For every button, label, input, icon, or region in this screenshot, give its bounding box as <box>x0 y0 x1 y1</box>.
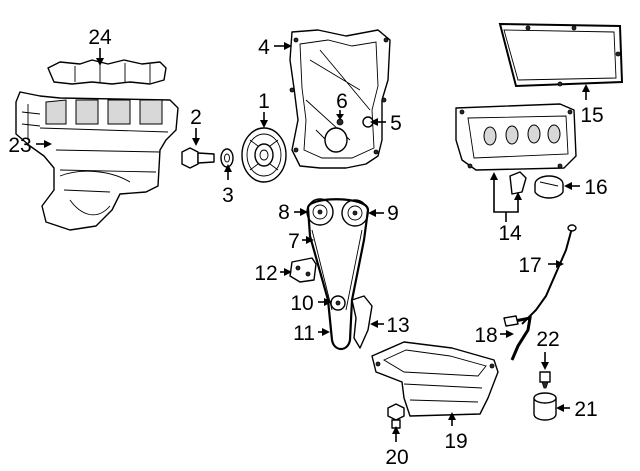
callout-22: 22 <box>536 328 559 351</box>
part-valve-cover[interactable] <box>455 103 577 171</box>
callout-9: 9 <box>387 202 399 225</box>
callout-1: 1 <box>258 90 270 113</box>
part-oil-pan[interactable] <box>371 341 499 417</box>
leader-lines <box>36 42 590 442</box>
callout-labels: 1 2 3 4 5 6 7 8 9 10 11 12 13 14 15 16 1… <box>8 26 607 469</box>
callout-7: 7 <box>288 230 300 253</box>
callout-18: 18 <box>474 324 497 347</box>
part-oil-filter[interactable] <box>533 392 557 421</box>
callout-4: 4 <box>258 36 270 59</box>
part-washer[interactable] <box>220 148 234 168</box>
part-timing-cover[interactable] <box>289 29 391 169</box>
callout-21: 21 <box>574 398 597 421</box>
callout-11: 11 <box>293 322 315 345</box>
callout-17: 17 <box>518 254 541 277</box>
callout-13: 13 <box>386 314 409 337</box>
callout-8: 8 <box>278 201 290 224</box>
callout-12: 12 <box>254 262 277 285</box>
callout-16: 16 <box>584 176 607 199</box>
part-oil-filler-cap[interactable] <box>534 175 564 199</box>
part-exhaust-sprocket[interactable] <box>341 199 369 227</box>
part-dipstick-tube[interactable] <box>503 315 532 361</box>
part-chain-guide[interactable] <box>351 295 373 349</box>
part-oil-dipstick[interactable] <box>521 224 577 325</box>
part-chain-tensioner[interactable] <box>289 257 317 283</box>
callout-6: 6 <box>336 90 348 113</box>
callout-19: 19 <box>444 430 467 453</box>
part-valve-cover-gasket[interactable] <box>498 22 624 88</box>
part-oil-pressure-sensor[interactable] <box>539 371 551 389</box>
callout-24: 24 <box>88 26 112 49</box>
part-crank-sprocket[interactable] <box>330 295 346 311</box>
callout-3: 3 <box>222 184 234 207</box>
part-intake-gasket[interactable] <box>47 59 167 85</box>
part-crank-bolt[interactable] <box>181 147 215 169</box>
part-intake-manifold[interactable] <box>15 91 179 231</box>
callout-15: 15 <box>580 104 603 127</box>
callout-5: 5 <box>390 112 402 135</box>
callout-20: 20 <box>385 446 408 469</box>
part-drain-plug[interactable] <box>387 403 405 429</box>
callout-2: 2 <box>190 106 202 129</box>
callout-10: 10 <box>290 292 313 315</box>
callout-14: 14 <box>498 222 522 245</box>
part-pcv-valve[interactable] <box>509 171 527 195</box>
callout-23: 23 <box>8 134 31 157</box>
part-crank-pulley[interactable] <box>241 127 287 183</box>
